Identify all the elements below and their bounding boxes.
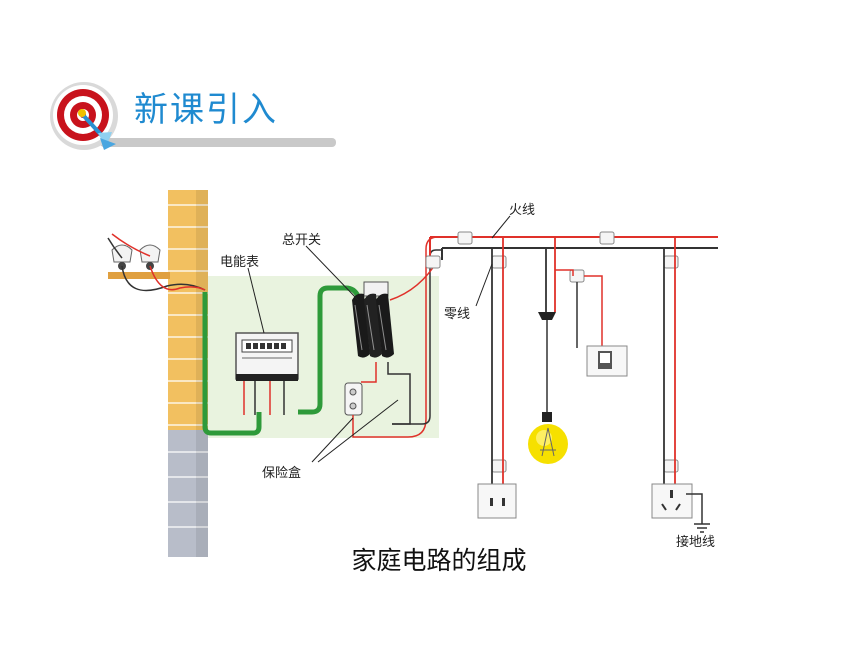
label-ground-wire: 接地线 <box>676 534 715 550</box>
ground-symbol <box>686 493 710 533</box>
brick-wall <box>168 190 208 557</box>
label-fuse-box: 保险盒 <box>262 465 301 481</box>
label-live-wire: 火线 <box>509 203 535 218</box>
three-pin-socket <box>651 483 693 519</box>
two-pin-socket <box>477 483 517 519</box>
header-underline <box>100 138 336 147</box>
label-main-switch: 总开关 <box>282 233 321 248</box>
diagram-caption: 家庭电路的组成 <box>351 546 527 575</box>
main-switch <box>352 281 394 358</box>
label-meter: 电能表 <box>220 255 259 270</box>
fuse-box <box>344 382 363 416</box>
label-neutral-wire: 零线 <box>444 307 470 322</box>
insulators <box>107 233 206 292</box>
electric-meter <box>235 332 299 415</box>
wall-switch <box>586 345 628 377</box>
incoming-cable <box>202 292 262 436</box>
light-bulb <box>528 312 568 464</box>
page-title: 新课引入 <box>134 90 278 130</box>
